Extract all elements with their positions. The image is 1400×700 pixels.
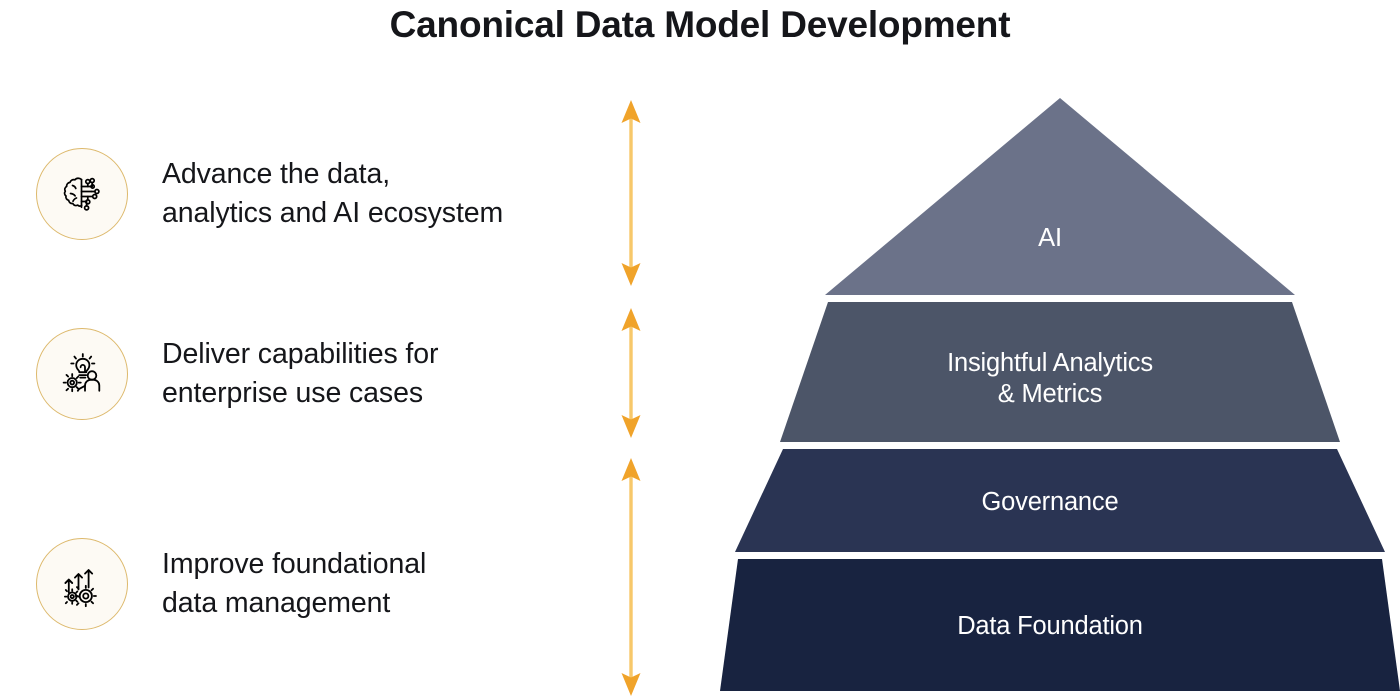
brain-circuit-icon <box>54 166 110 222</box>
pyramid-diagram: AI Insightful Analytics & Metrics Govern… <box>700 90 1400 700</box>
double-arrow-bottom <box>604 458 658 696</box>
pyramid-tier-analytics <box>780 302 1340 442</box>
double-arrow-top <box>604 100 658 286</box>
objective-item: Improve foundational data management <box>36 538 606 630</box>
objective-badge <box>36 328 128 420</box>
pyramid-tier-ai <box>825 98 1295 295</box>
objective-item: Deliver capabilities for enterprise use … <box>36 328 606 420</box>
growth-arrows-gears-icon <box>54 556 110 612</box>
page-title: Canonical Data Model Development <box>389 4 1011 45</box>
double-arrow-middle <box>604 308 658 438</box>
objective-label: Improve foundational data management <box>162 548 427 619</box>
objective-badge <box>36 148 128 240</box>
connector-arrow-group <box>604 0 658 700</box>
objective-label: Advance the data, analytics and AI ecosy… <box>162 158 504 229</box>
objective-badge <box>36 538 128 630</box>
pyramid-tier-governance <box>735 449 1385 552</box>
pyramid-tier-foundation <box>720 559 1400 691</box>
lightbulb-person-gear-icon <box>54 346 110 402</box>
objective-label: Deliver capabilities for enterprise use … <box>162 338 439 409</box>
objective-item: Advance the data, analytics and AI ecosy… <box>36 148 606 240</box>
